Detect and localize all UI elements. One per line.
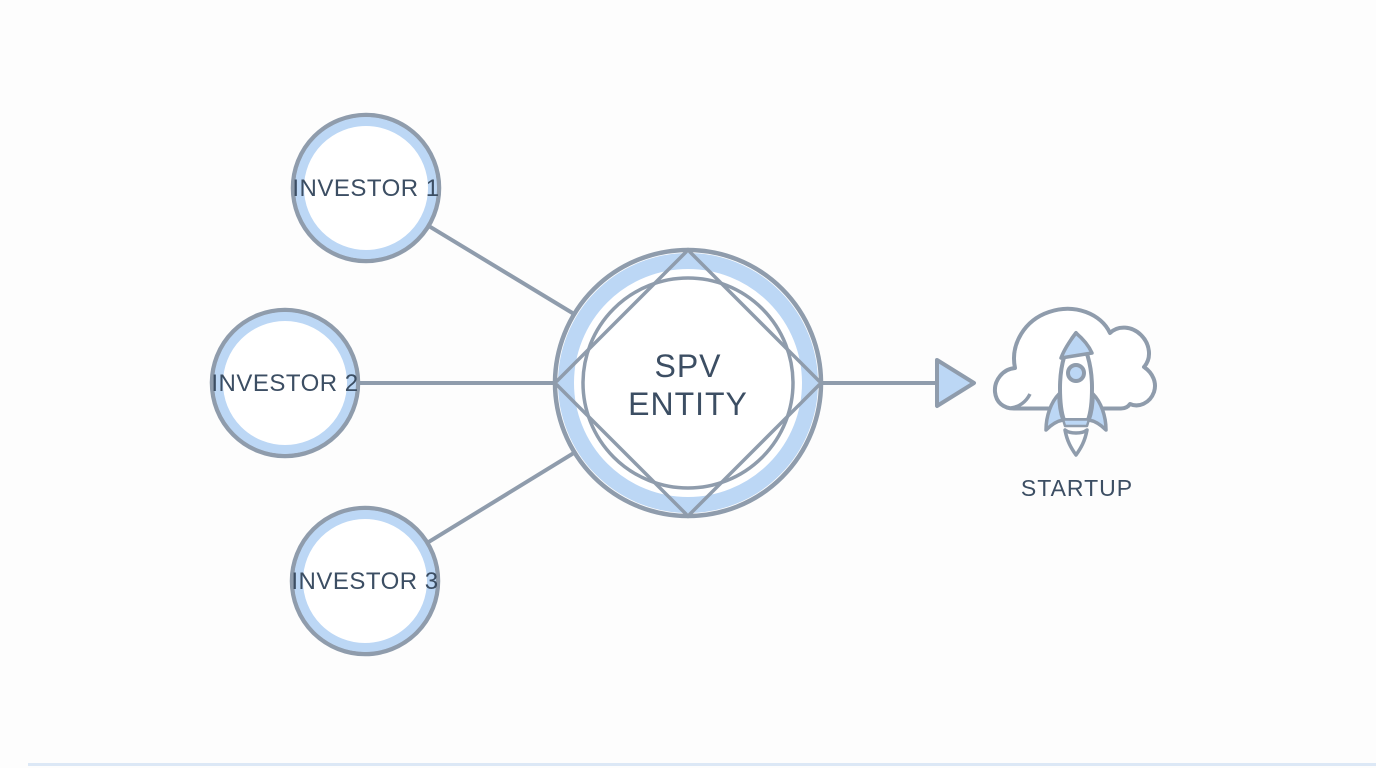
investor-2-label: INVESTOR 2 [211, 370, 358, 397]
investor-3-blue-ring [294, 510, 436, 652]
investor-2-node: INVESTOR 2 [209, 307, 361, 459]
rocket-nose-cone [1059, 331, 1094, 360]
spv-blue-ring [558, 253, 818, 513]
cloud-inner-arc [1010, 393, 1032, 410]
spv-inner-circle [581, 276, 795, 490]
rocket-nozzle [1061, 418, 1091, 428]
spv-diamond [552, 247, 824, 519]
investor-1-circle [290, 112, 442, 264]
investor-1-label: INVESTOR 1 [292, 175, 439, 202]
investor-3-label: INVESTOR 3 [291, 568, 438, 595]
rocket-window [1066, 363, 1086, 383]
investor-1-blue-ring [295, 117, 437, 259]
spv-label-line1: SPV [654, 348, 721, 384]
rocket-flame [1063, 428, 1089, 457]
investor-3-node: INVESTOR 3 [289, 505, 441, 657]
investor-3-circle [289, 505, 441, 657]
startup-node: STARTUP [992, 306, 1157, 501]
rocket-in-cloud-icon [992, 306, 1157, 457]
flow-arrowhead-icon [935, 358, 976, 408]
bottom-edge-line [28, 763, 1376, 766]
spv-entity-node: SPV ENTITY [552, 247, 824, 519]
startup-label: STARTUP [1021, 475, 1133, 501]
investor-2-circle [209, 307, 361, 459]
spv-label-line2: ENTITY [628, 386, 748, 422]
investor-2-blue-ring [214, 312, 356, 454]
rocket-icon [1044, 331, 1108, 457]
flow-arrow [823, 358, 976, 408]
investor-1-node: INVESTOR 1 [290, 112, 442, 264]
